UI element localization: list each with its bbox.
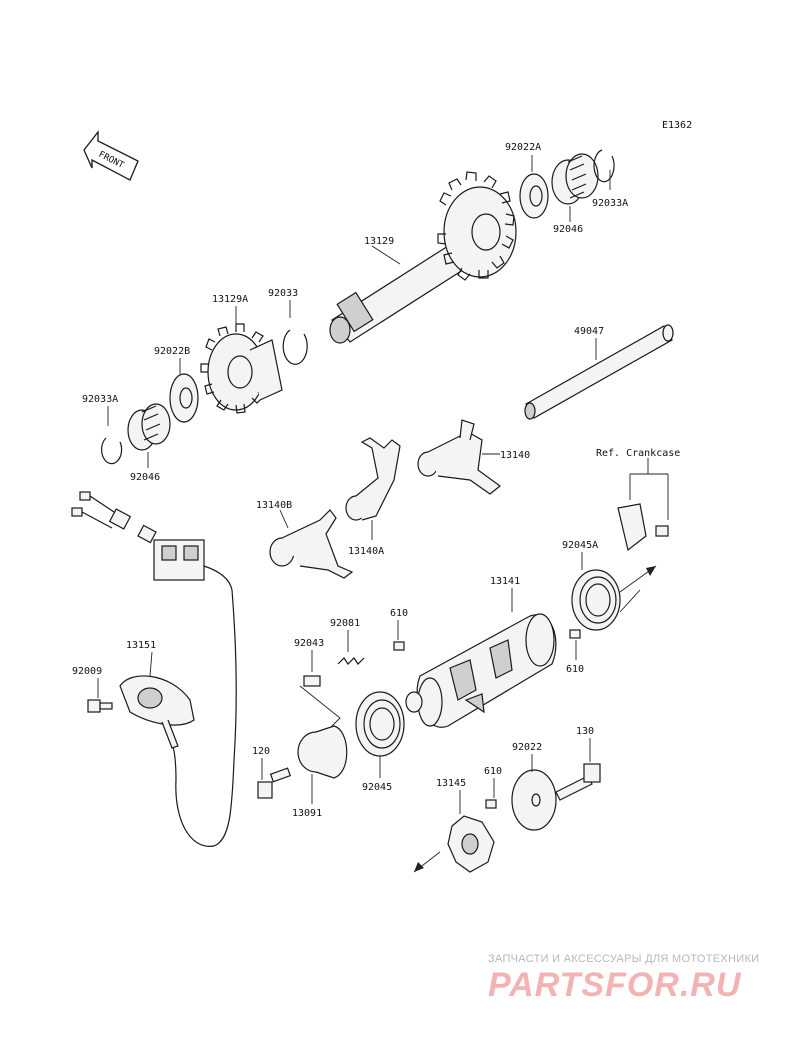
label-13091: 13091 <box>292 808 322 819</box>
label-92081: 92081 <box>330 618 360 629</box>
washer-92022A <box>519 173 549 219</box>
circlip-92033 <box>282 329 308 365</box>
label-13129: 13129 <box>364 236 394 247</box>
label-130: 130 <box>576 726 594 737</box>
label-120: 120 <box>252 746 270 757</box>
needle-bearing-92046-left <box>127 403 171 451</box>
fork-rod-49047 <box>524 324 674 420</box>
bolt-130 <box>555 763 601 801</box>
label-92033A-left: 92033A <box>82 394 118 405</box>
label-92045A: 92045A <box>562 540 598 551</box>
label-92022A: 92022A <box>505 142 541 153</box>
label-13129A: 13129A <box>212 294 248 305</box>
label-92009: 92009 <box>72 666 102 677</box>
label-13140B: 13140B <box>256 500 292 511</box>
watermark-tagline: ЗАПЧАСТИ И АКСЕССУАРЫ ДЛЯ МОТОТЕХНИКИ <box>488 953 759 965</box>
label-13140: 13140 <box>500 450 530 461</box>
bolt-120 <box>257 767 292 799</box>
shift-fork-13140A <box>345 437 401 521</box>
label-92043: 92043 <box>294 638 324 649</box>
diagram-id: E1362 <box>662 120 692 131</box>
shift-cam-13091 <box>297 725 348 779</box>
label-92022: 92022 <box>512 742 542 753</box>
pin-92043 <box>303 675 321 687</box>
label-92046-left: 92046 <box>130 472 160 483</box>
crankcase-ref-bracket <box>617 503 669 552</box>
watermark-logo: PARTSFOR.RU <box>488 966 742 1004</box>
shift-plate-13145 <box>447 815 495 873</box>
label-92046-top: 92046 <box>553 224 583 235</box>
needle-bearing-92046-top <box>551 153 599 205</box>
label-13151: 13151 <box>126 640 156 651</box>
shift-fork-13140 <box>417 419 501 495</box>
ref-crankcase-note: Ref. Crankcase <box>596 448 680 459</box>
label-13145: 13145 <box>436 778 466 789</box>
neutral-switch-13151 <box>119 675 195 749</box>
bearing-92045 <box>355 691 405 757</box>
label-610-right: 610 <box>566 664 584 675</box>
gear-icon <box>437 171 517 281</box>
label-610-bottom: 610 <box>484 766 502 777</box>
washer-92022 <box>511 769 557 831</box>
shift-drum-13141 <box>405 613 557 728</box>
wire-harness <box>71 491 237 847</box>
circlip-92033A-top <box>593 149 615 183</box>
label-13140A: 13140A <box>348 546 384 557</box>
label-92033A-top: 92033A <box>592 198 628 209</box>
front-arrow-icon: FRONT <box>83 130 139 181</box>
pin-610-bottom <box>485 799 497 809</box>
label-13141: 13141 <box>490 576 520 587</box>
pin-610-right <box>569 629 581 639</box>
bearing-92045A <box>571 569 621 631</box>
shift-fork-13140B <box>269 509 354 579</box>
gear-13129A <box>200 323 283 414</box>
washer-92022B <box>169 373 199 423</box>
label-610-top: 610 <box>390 608 408 619</box>
label-49047: 49047 <box>574 326 604 337</box>
pin-610-top <box>393 641 405 651</box>
spring-92081 <box>337 657 365 665</box>
circlip-92033A-left <box>101 437 123 465</box>
shift-shaft-13129 <box>329 171 517 344</box>
bolt-92009 <box>87 699 113 713</box>
watermark: ЗАПЧАСТИ И АКСЕССУАРЫ ДЛЯ МОТОТЕХНИКИ PA… <box>488 953 759 1004</box>
label-92022B: 92022B <box>154 346 190 357</box>
label-92045: 92045 <box>362 782 392 793</box>
label-92033: 92033 <box>268 288 298 299</box>
